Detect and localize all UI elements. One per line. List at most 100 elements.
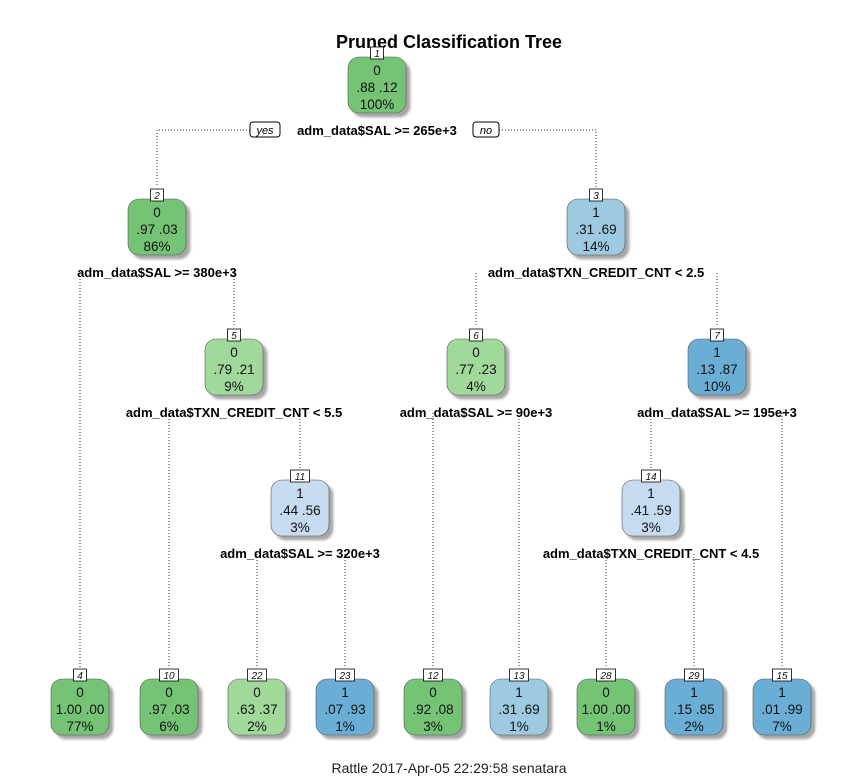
node-class: 1 xyxy=(778,685,786,700)
no-label: no xyxy=(480,125,492,137)
split-label-6: adm_data$SAL >= 90e+3 xyxy=(400,405,553,420)
node-id-box xyxy=(150,188,164,202)
tree-edge xyxy=(156,129,250,187)
node-probabilities: .13 .87 xyxy=(696,362,737,377)
node-class: 1 xyxy=(690,685,698,700)
node-class: 0 xyxy=(602,685,610,700)
node-id: 29 xyxy=(687,671,700,682)
node-id-box xyxy=(589,188,603,202)
node-id-box xyxy=(684,668,704,682)
yes-label-box xyxy=(249,121,281,138)
tree-node-23: 23 1 .07 .93 1% xyxy=(315,668,375,736)
yes-label: yes xyxy=(255,125,274,137)
node-id: 28 xyxy=(599,671,612,682)
node-class: 0 xyxy=(373,63,381,78)
tree-edge xyxy=(499,129,597,187)
node-probabilities: .31 .69 xyxy=(498,702,539,717)
node-id: 3 xyxy=(593,191,599,202)
node-percent: 6% xyxy=(159,719,179,734)
node-id: 7 xyxy=(714,331,720,342)
node-probabilities: .31 .69 xyxy=(575,222,616,237)
node-percent: 7% xyxy=(772,719,792,734)
tree-node-4: 4 0 1.00 .00 77% xyxy=(50,668,110,736)
node-id-box xyxy=(469,328,483,342)
tree-node-10: 100.97 .036% xyxy=(139,668,199,736)
node-percent: 4% xyxy=(466,379,486,394)
node-class: 1 xyxy=(296,486,304,501)
split-label-2: adm_data$SAL >= 380e+3 xyxy=(77,265,237,280)
node-percent: 100% xyxy=(360,97,395,112)
node-percent: 86% xyxy=(143,239,170,254)
node-id: 15 xyxy=(776,671,788,682)
node-probabilities: .97 .03 xyxy=(136,222,177,237)
node-percent: 1% xyxy=(335,719,355,734)
edges-layer xyxy=(79,129,783,667)
node-id: 2 xyxy=(153,191,160,202)
tree-node-15: 15 1 .01 .99 7% xyxy=(752,668,812,736)
split-label-11: adm_data$SAL >= 320e+3 xyxy=(220,546,380,561)
tree-node-6: 6 0 .77 .23 4% xyxy=(446,328,506,396)
node-class: 0 xyxy=(76,685,84,700)
node-probabilities: .01 .99 xyxy=(761,702,802,717)
split-label-7: adm_data$SAL >= 195e+3 xyxy=(637,405,797,420)
node-id: 11 xyxy=(295,472,305,483)
no-label-box xyxy=(472,121,500,138)
node-id-box xyxy=(370,46,384,60)
node-id-box xyxy=(335,668,355,682)
node-id-box xyxy=(290,469,310,483)
tree-node-22: 22 0 .63 .37 2% xyxy=(227,668,287,736)
node-class: 0 xyxy=(472,345,480,360)
caption: Rattle 2017-Apr-05 22:29:58 senatara xyxy=(331,760,566,776)
node-class: 0 xyxy=(429,685,437,700)
tree-node-13: 131.31 .691% xyxy=(489,668,549,736)
node-id-box xyxy=(772,668,792,682)
node-percent: 2% xyxy=(684,719,704,734)
node-class: 1 xyxy=(592,205,600,220)
node-id-box xyxy=(227,328,241,342)
node-id-box xyxy=(159,668,179,682)
tree-node-11: 111.44 .563% xyxy=(270,469,330,537)
node-probabilities: .44 .56 xyxy=(279,503,320,518)
node-id: 22 xyxy=(250,671,263,682)
node-class: 1 xyxy=(341,685,349,700)
node-id-box xyxy=(247,668,267,682)
node-class: 0 xyxy=(230,345,238,360)
node-probabilities: .63 .37 xyxy=(236,702,277,717)
node-id-box xyxy=(509,668,529,682)
node-id-box xyxy=(710,328,724,342)
tree-node-2: 2 0 .97 .03 86% xyxy=(127,188,187,256)
node-id: 5 xyxy=(231,331,237,342)
node-id: 13 xyxy=(513,671,525,682)
node-percent: 2% xyxy=(247,719,267,734)
node-percent: 77% xyxy=(66,719,93,734)
node-id-box xyxy=(596,668,616,682)
node-id: 6 xyxy=(473,331,479,342)
node-probabilities: .77 .23 xyxy=(455,362,496,377)
node-class: 0 xyxy=(253,685,261,700)
node-id-box xyxy=(73,668,87,682)
split-label-1: adm_data$SAL >= 265e+3 xyxy=(297,123,457,138)
node-probabilities: 1.00 .00 xyxy=(582,702,631,717)
node-id: 10 xyxy=(163,671,175,682)
tree-node-29: 291.15 .852% xyxy=(664,668,724,736)
chart-title: Pruned Classification Tree xyxy=(336,32,562,52)
node-id: 4 xyxy=(77,671,83,682)
node-probabilities: .79 .21 xyxy=(213,362,254,377)
node-class: 0 xyxy=(165,685,173,700)
node-probabilities: .07 .93 xyxy=(324,702,365,717)
node-id: 14 xyxy=(645,472,657,483)
node-id: 23 xyxy=(338,671,351,682)
node-probabilities: 1.00 .00 xyxy=(56,702,105,717)
node-percent: 3% xyxy=(423,719,443,734)
yes-no-labels: yes no xyxy=(249,121,500,138)
node-percent: 10% xyxy=(703,379,730,394)
node-class: 0 xyxy=(153,205,161,220)
node-class: 1 xyxy=(515,685,523,700)
